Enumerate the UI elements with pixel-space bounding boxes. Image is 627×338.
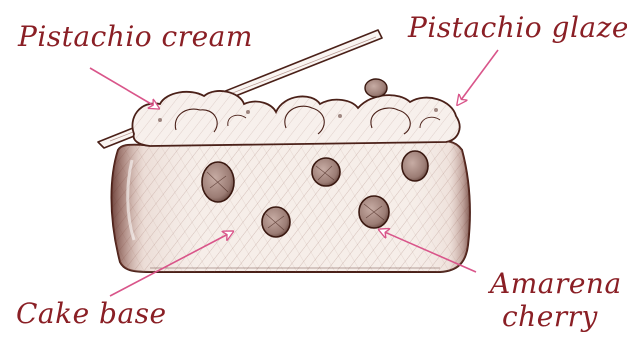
label-amarena-line2: cherry bbox=[502, 303, 598, 331]
pistachio-cream-layer bbox=[132, 79, 459, 146]
cherry-3 bbox=[402, 151, 428, 181]
label-pistachio-glaze: Pistachio glaze bbox=[408, 14, 627, 42]
arrow-pistachio-cream bbox=[90, 68, 158, 108]
cherry-top bbox=[365, 79, 387, 97]
label-pistachio-cream: Pistachio cream bbox=[18, 23, 253, 51]
label-cake-base: Cake base bbox=[16, 300, 167, 328]
label-amarena-line1: Amarena bbox=[490, 270, 622, 298]
arrow-pistachio-glaze bbox=[458, 50, 498, 104]
